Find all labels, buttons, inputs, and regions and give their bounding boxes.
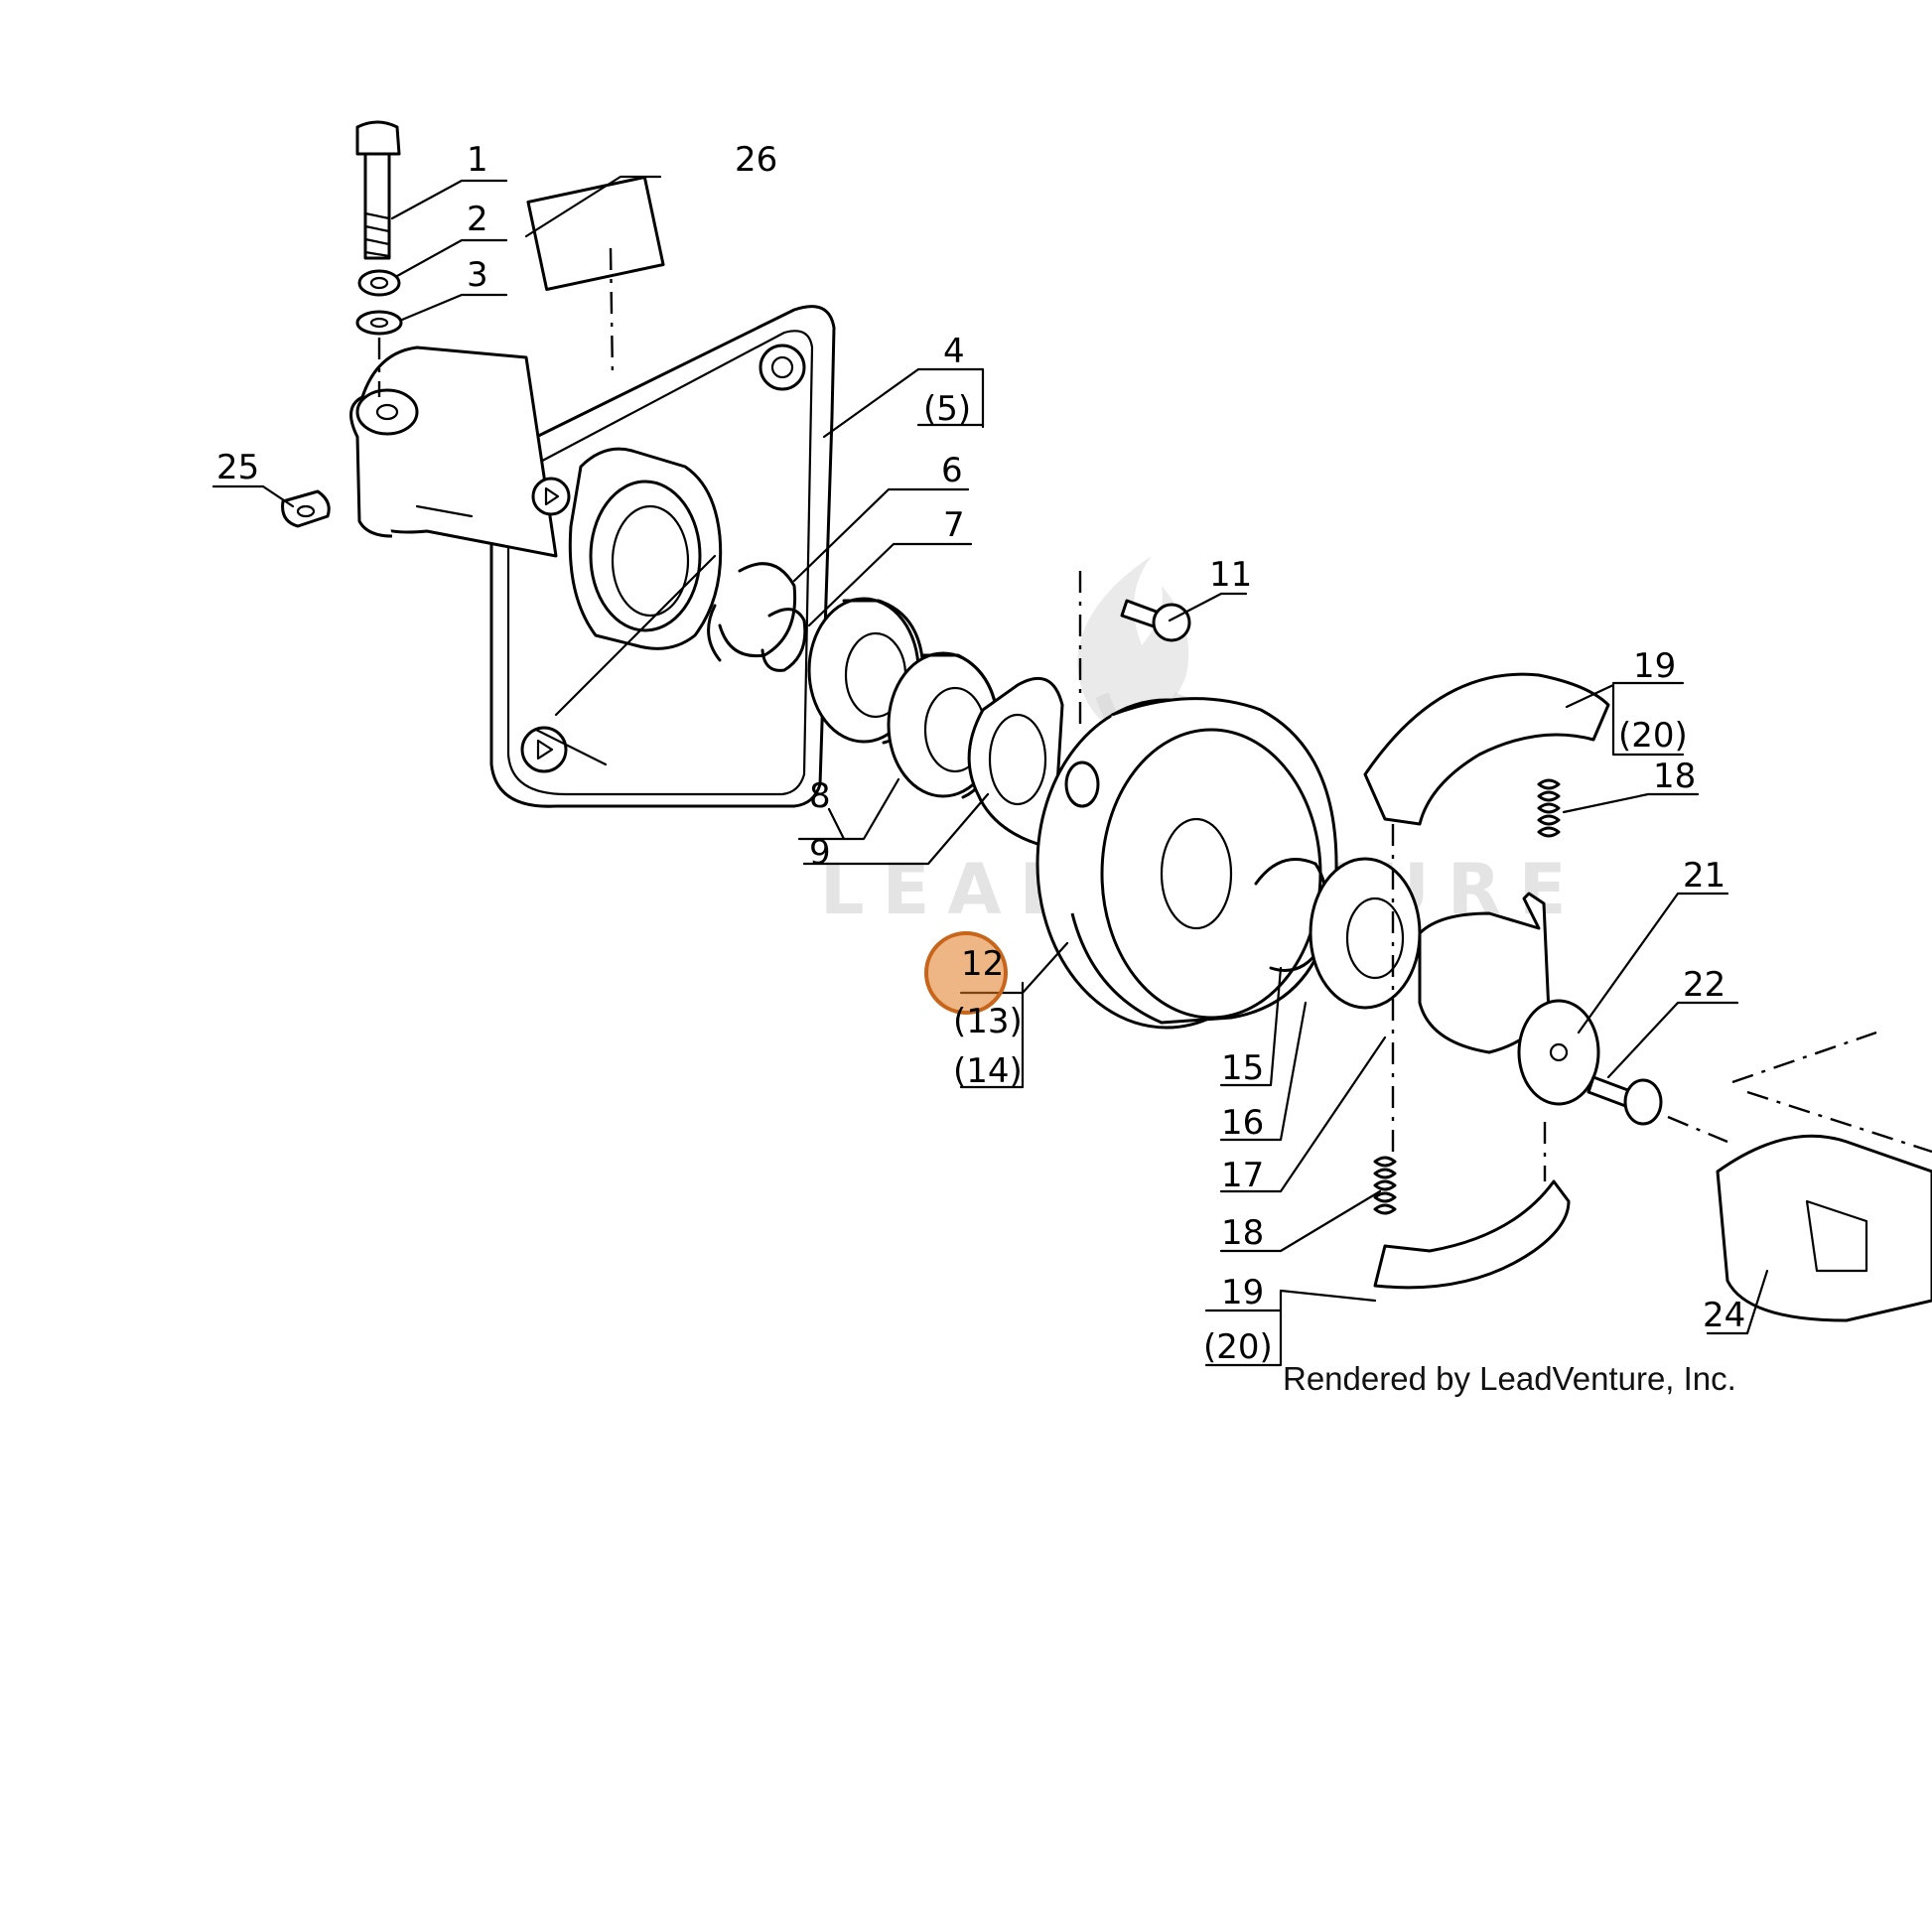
decal-part: [526, 176, 665, 291]
callout-7: 7: [943, 505, 965, 545]
callout-22: 22: [1683, 965, 1725, 1005]
callout-13: (13): [953, 1002, 1023, 1041]
clutch-drum-part: [1035, 697, 1338, 1030]
callout-26: 26: [735, 140, 777, 180]
callout-19-top: 19: [1633, 646, 1676, 686]
clutch-shoe-part: [1363, 672, 1610, 826]
screw-part: [1120, 599, 1191, 642]
callout-24: 24: [1703, 1296, 1745, 1335]
bolt-part: [355, 120, 403, 397]
callout-20-bottom: (20): [1203, 1327, 1273, 1367]
callout-11: 11: [1209, 555, 1252, 595]
callout-18-bottom: 18: [1221, 1213, 1264, 1253]
screw-part: [1587, 1075, 1663, 1126]
highlight-marker: [924, 931, 1008, 1015]
callout-21: 21: [1683, 856, 1725, 896]
callout-12: 12: [961, 944, 1004, 984]
callout-18-top: 18: [1653, 757, 1696, 796]
callout-6: 6: [941, 451, 963, 490]
callout-19-bottom: 19: [1221, 1273, 1264, 1312]
callout-20-top: (20): [1618, 716, 1688, 756]
bearing-part: [1309, 857, 1422, 1010]
spring-part: [1373, 1156, 1397, 1215]
leader-lines: [211, 175, 1769, 1367]
spring-part: [1537, 778, 1561, 838]
callout-4: 4: [943, 332, 965, 371]
callout-2: 2: [467, 200, 488, 239]
callout-1: 1: [467, 140, 488, 180]
credit-text: Rendered by LeadVenture, Inc.: [1283, 1360, 1736, 1397]
callout-5: (5): [923, 389, 971, 429]
clutch-shoe-part: [1373, 1179, 1571, 1290]
bearing-part: [807, 597, 1000, 799]
callout-8: 8: [809, 776, 831, 816]
clutch-housing-part: [349, 305, 836, 808]
callout-3: 3: [467, 255, 488, 295]
callout-labels: 1 2 3 4 (5) 6 7 8 9 11 12 (13) (14) 15 1…: [216, 140, 1745, 1367]
circlip-part: [718, 562, 797, 658]
callout-14: (14): [953, 1051, 1023, 1091]
callout-15: 15: [1221, 1048, 1264, 1088]
clip-part: [281, 489, 331, 528]
callout-25: 25: [216, 448, 259, 487]
cover-part: [1716, 1134, 1932, 1322]
callout-16: 16: [1221, 1103, 1264, 1143]
callout-17: 17: [1221, 1156, 1264, 1195]
clutch-hub-part: [1418, 892, 1600, 1106]
callout-9: 9: [809, 833, 831, 873]
